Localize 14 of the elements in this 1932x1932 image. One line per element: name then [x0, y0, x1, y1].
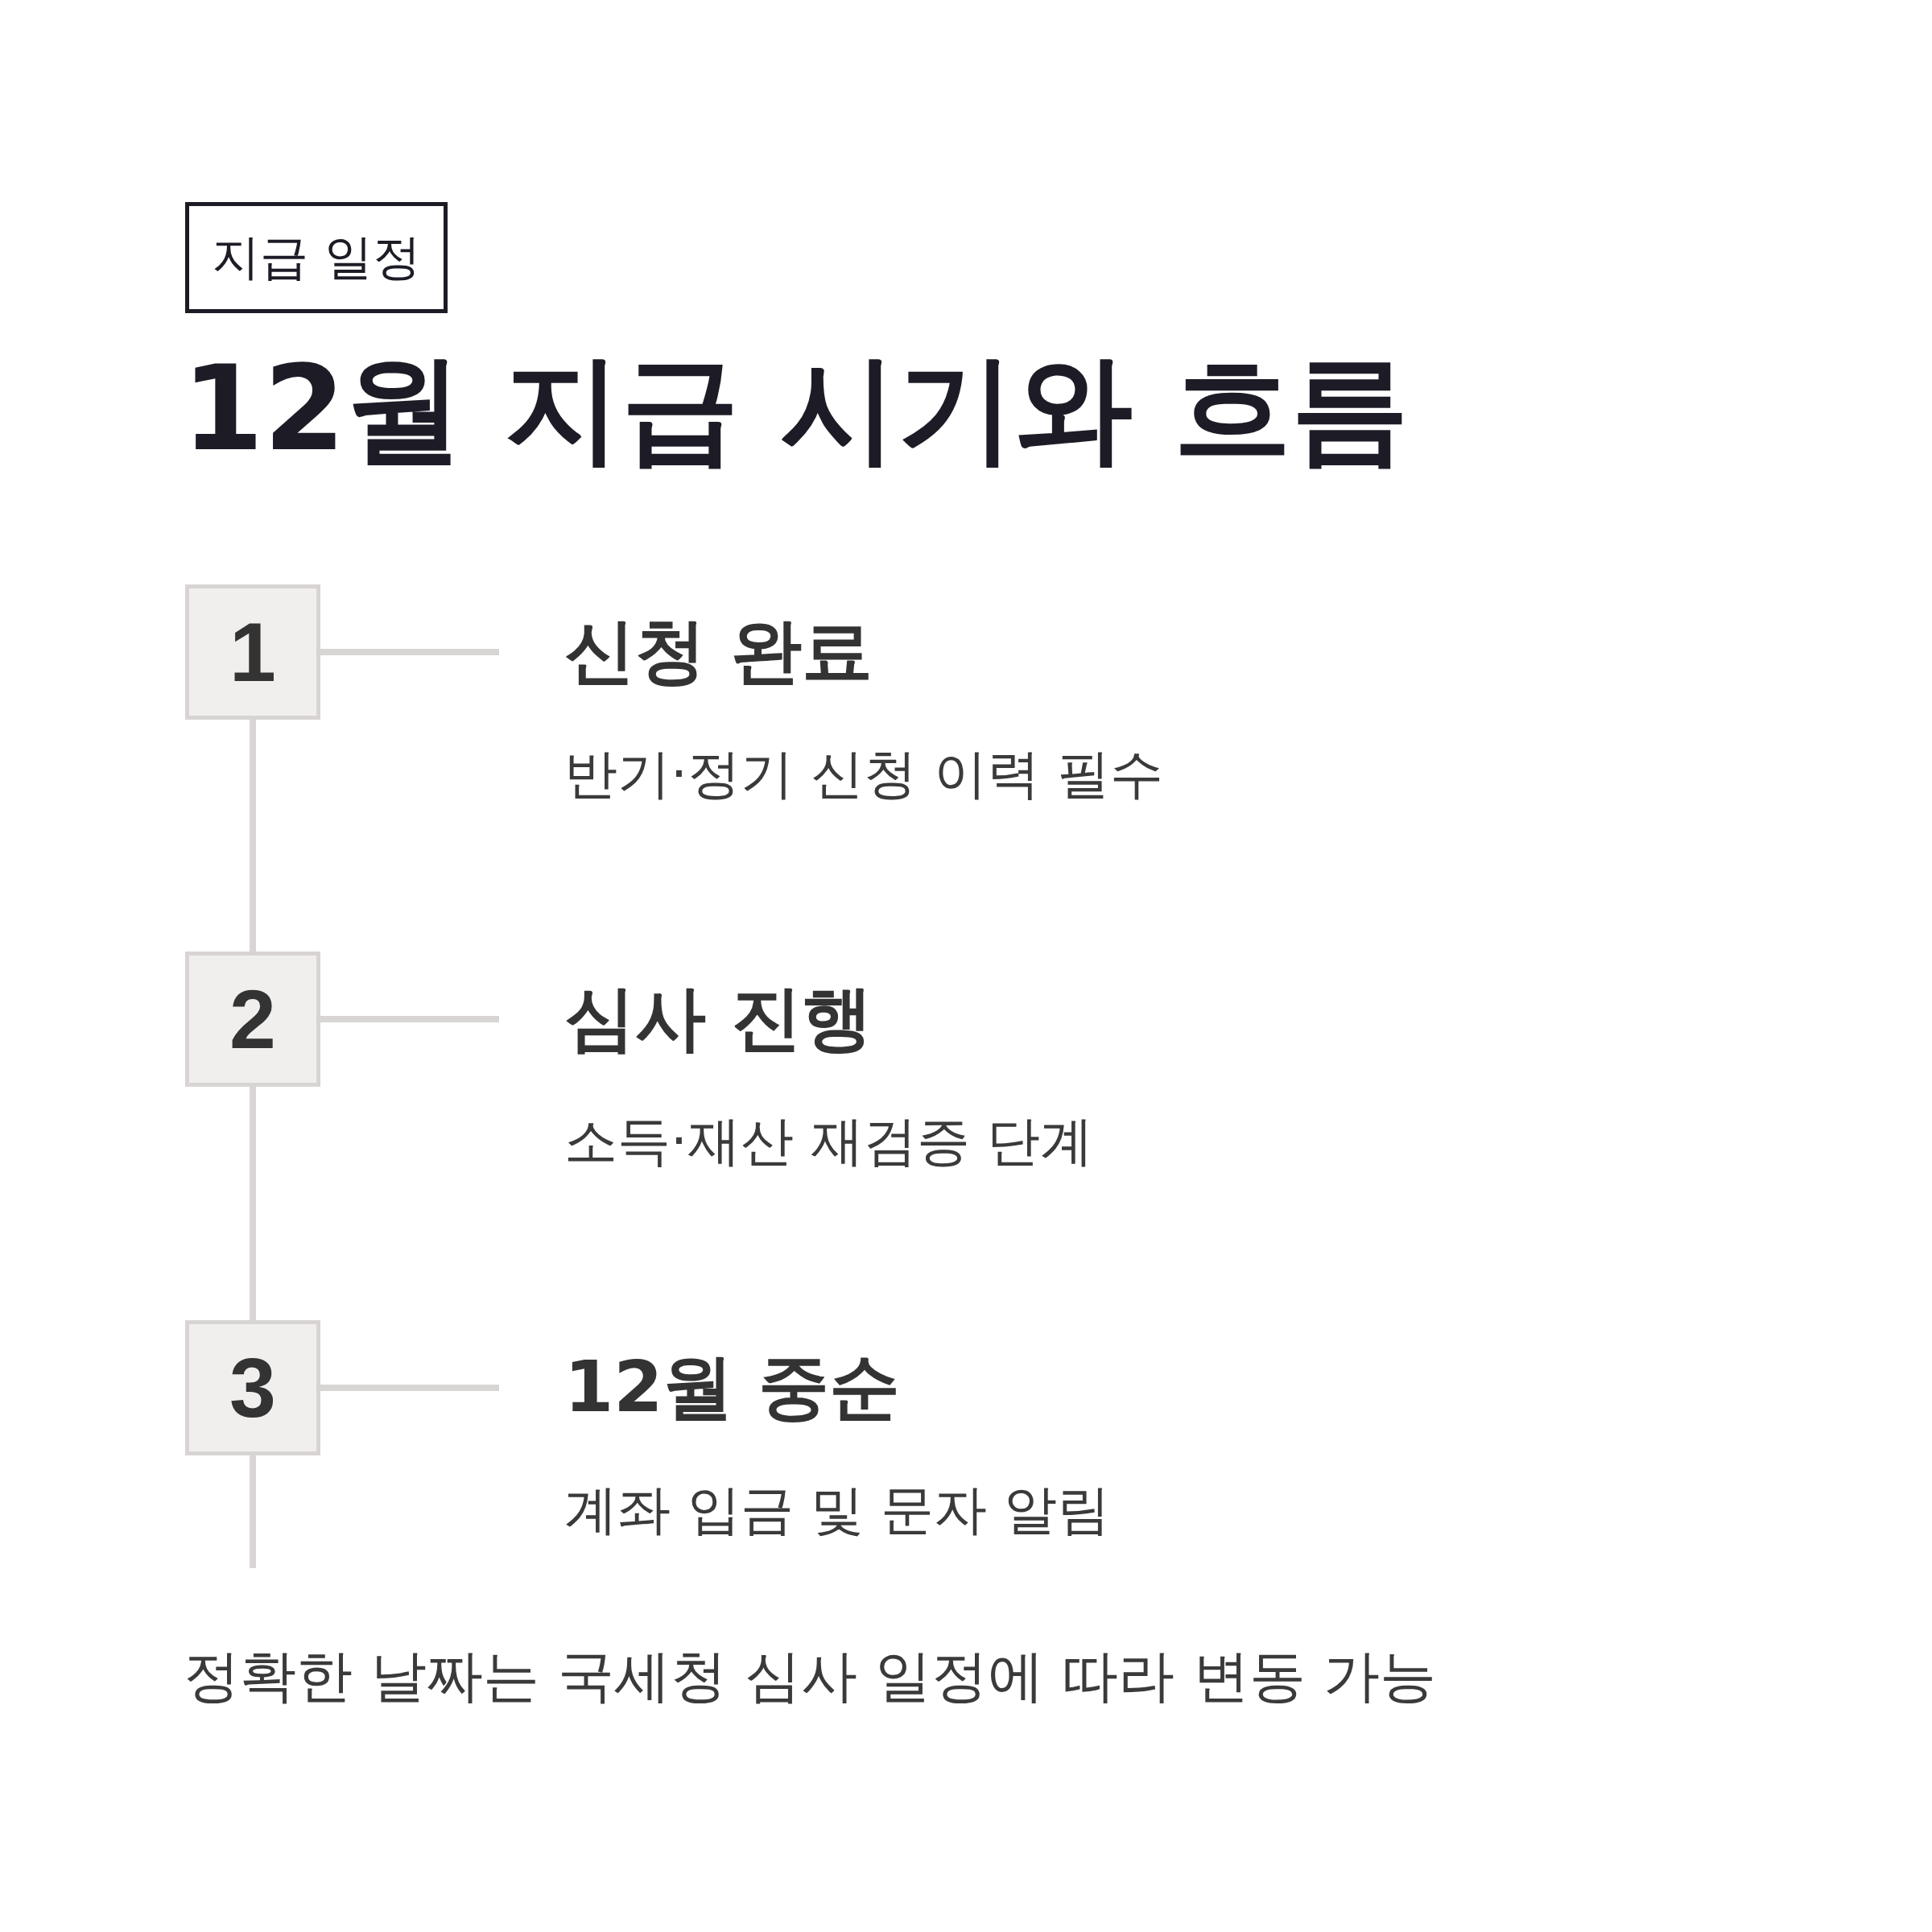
step-heading: 12월 중순 [564, 1344, 901, 1430]
step-description: 소득·재산 재검증 단계 [564, 1108, 1093, 1173]
category-tag: 지급 일정 [185, 202, 448, 313]
connector-line [250, 720, 256, 952]
step-number-box: 1 [185, 584, 320, 720]
step-number-box: 2 [185, 952, 320, 1087]
step-heading: 신청 완료 [564, 609, 873, 694]
footnote: 정확한 날짜는 국세청 심사 일정에 따라 변동 가능 [184, 1642, 1436, 1710]
step-description: 반기·정기 신청 이력 필수 [564, 741, 1163, 806]
step-number-box: 3 [185, 1320, 320, 1455]
step-heading: 심사 진행 [564, 976, 873, 1061]
connector-line [250, 1087, 256, 1320]
step-description: 계좌 입금 및 문자 알림 [564, 1477, 1110, 1542]
page-title: 12월 지급 시기와 흐름 [182, 339, 1409, 478]
